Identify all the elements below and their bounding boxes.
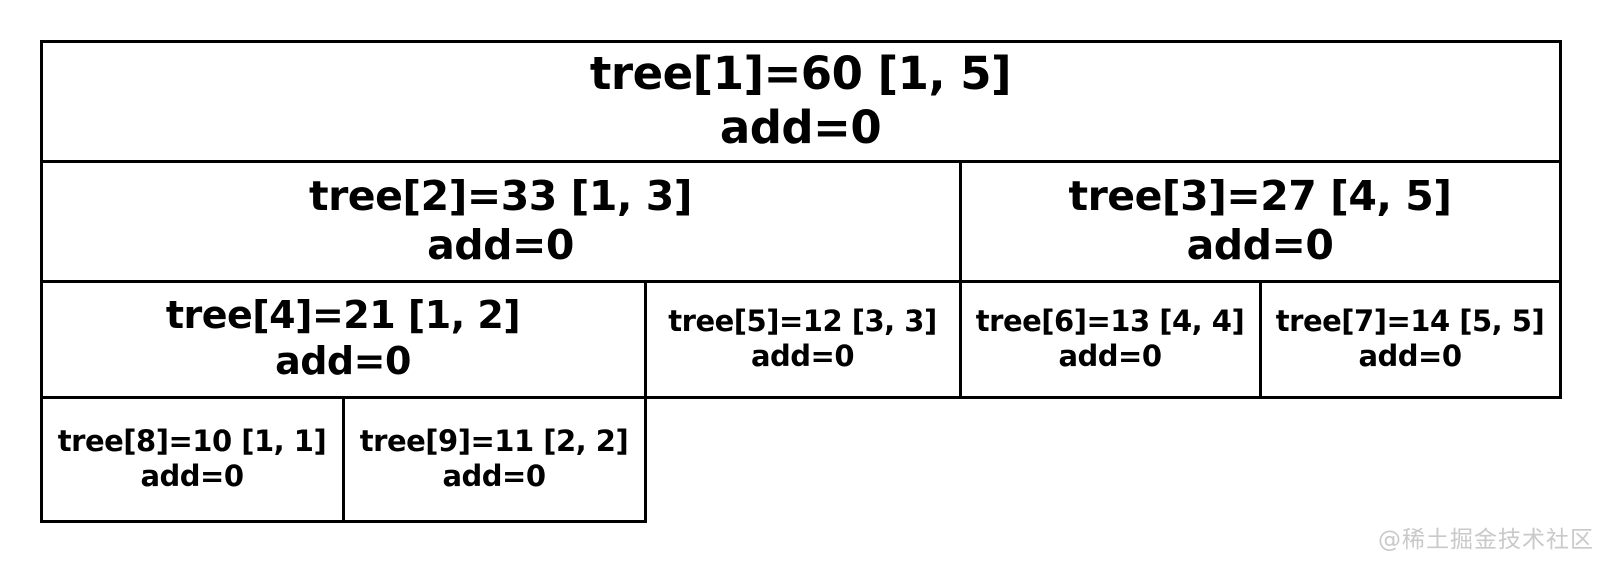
node-add-label: add=0 (442, 459, 546, 493)
watermark-text: @稀土掘金技术社区 (1378, 527, 1594, 553)
node-add-label: add=0 (427, 221, 574, 269)
node-label: tree[7]=14 [5, 5] (1275, 304, 1545, 339)
tree-node-7: tree[7]=14 [5, 5]add=0 (1258, 279, 1562, 399)
tree-node-2: tree[2]=33 [1, 3]add=0 (39, 159, 962, 283)
node-add-label: add=0 (275, 339, 411, 383)
node-label: tree[5]=12 [3, 3] (668, 304, 937, 339)
tree-node-9: tree[9]=11 [2, 2]add=0 (341, 395, 647, 523)
node-add-label: add=0 (719, 101, 882, 154)
tree-node-3: tree[3]=27 [4, 5]add=0 (958, 159, 1562, 283)
node-label: tree[8]=10 [1, 1] (57, 424, 327, 459)
node-add-label: add=0 (1058, 339, 1162, 373)
node-label: tree[6]=13 [4, 4] (975, 304, 1245, 339)
tree-node-5: tree[5]=12 [3, 3]add=0 (643, 279, 962, 399)
tree-node-6: tree[6]=13 [4, 4]add=0 (958, 279, 1262, 399)
node-add-label: add=0 (750, 339, 855, 373)
node-label: tree[1]=60 [1, 5] (589, 47, 1012, 100)
tree-node-1: tree[1]=60 [1, 5]add=0 (39, 39, 1562, 163)
node-add-label: add=0 (1186, 221, 1334, 269)
tree-node-8: tree[8]=10 [1, 1]add=0 (39, 395, 345, 523)
node-label: tree[3]=27 [4, 5] (1068, 171, 1452, 220)
node-label: tree[4]=21 [1, 2] (165, 293, 521, 338)
tree-node-4: tree[4]=21 [1, 2]add=0 (39, 279, 647, 399)
node-label: tree[9]=11 [2, 2] (359, 424, 629, 459)
node-label: tree[2]=33 [1, 3] (308, 171, 693, 220)
node-add-label: add=0 (1358, 339, 1462, 373)
node-add-label: add=0 (140, 459, 244, 493)
